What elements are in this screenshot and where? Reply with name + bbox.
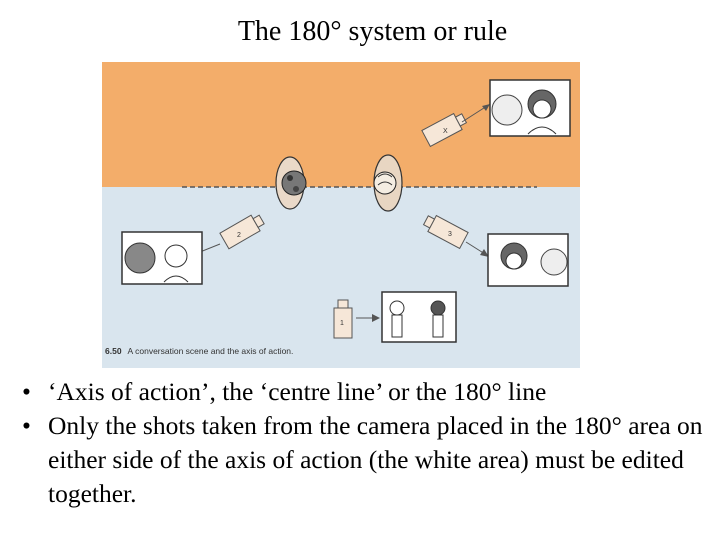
bullet-item: Only the shots taken from the camera pla…	[22, 409, 712, 511]
figure-caption: 6.50 A conversation scene and the axis of…	[105, 346, 293, 356]
diagram-illustration: X 2 3	[102, 62, 580, 368]
shot-frame-x	[489, 79, 571, 137]
figure-caption-text: A conversation scene and the axis of act…	[127, 346, 294, 356]
camera-x-arrow	[461, 105, 488, 123]
actor-right-top-view	[373, 154, 403, 212]
figure-number: 6.50	[105, 346, 122, 356]
camera-2-label: 2	[237, 232, 241, 239]
slide-title: The 180° system or rule	[237, 16, 508, 47]
actor-left-top-view	[275, 156, 307, 210]
camera-x-label: X	[443, 128, 448, 135]
shot-frame-2	[121, 231, 203, 285]
camera-x	[421, 112, 468, 148]
camera-1-label: 1	[340, 320, 344, 327]
bullet-item: ‘Axis of action’, the ‘centre line’ or t…	[22, 375, 712, 409]
axis-of-action-diagram: X 2 3	[102, 62, 580, 368]
camera-3	[422, 214, 469, 250]
bullet-list: ‘Axis of action’, the ‘centre line’ or t…	[22, 375, 712, 511]
camera-2	[219, 214, 265, 250]
camera-1	[333, 299, 353, 339]
shot-frame-1	[381, 291, 457, 343]
shot-frame-3	[487, 233, 569, 287]
camera-3-label: 3	[448, 231, 452, 238]
